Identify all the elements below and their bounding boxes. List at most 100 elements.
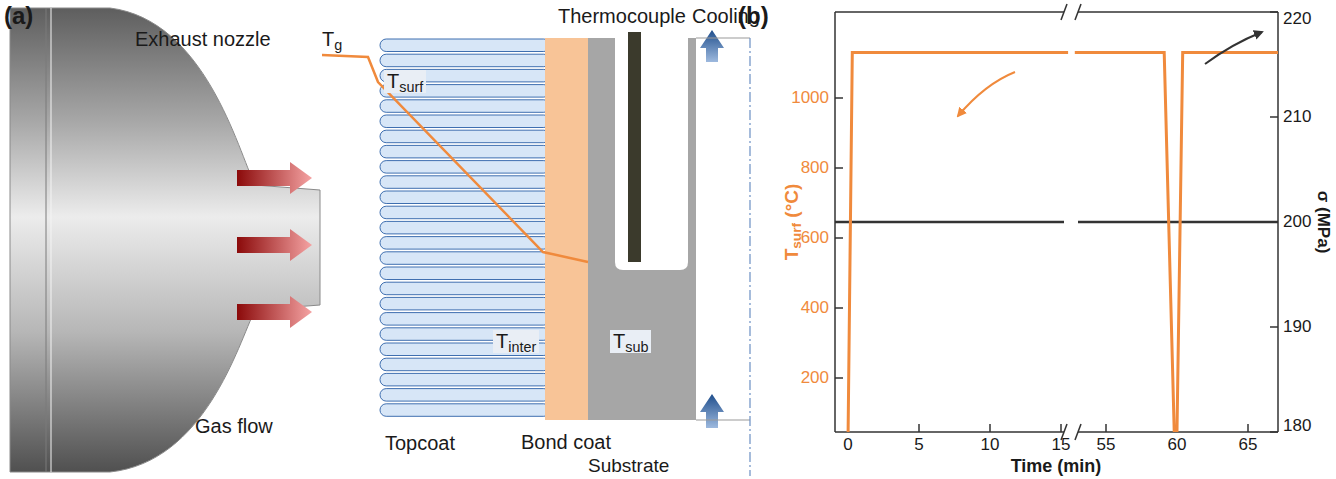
cooling-channel-wall <box>696 37 750 38</box>
tick-label: 180 <box>1283 416 1311 436</box>
drawing-part <box>615 38 688 270</box>
substrate-layer: SubstrateTsub <box>588 38 696 420</box>
axis-tick <box>918 424 920 432</box>
tick-label: 0 <box>843 435 852 455</box>
drawing-part <box>237 296 312 328</box>
tick-label: 60 <box>1168 435 1187 455</box>
drawing-part <box>700 30 724 62</box>
cooling-arrows <box>700 30 724 428</box>
axis-tick <box>989 424 991 432</box>
tick-label: 190 <box>1283 317 1311 337</box>
topcoat-column <box>380 313 550 326</box>
gas-flow-arrows <box>237 162 312 328</box>
topcoat-column <box>380 54 550 66</box>
tick-label: 200 <box>1283 212 1311 232</box>
topcoat-column <box>380 282 550 295</box>
exhaust-nozzle <box>10 8 320 472</box>
tick-label: 10 <box>981 435 1000 455</box>
topcoat-column <box>380 206 550 219</box>
drawing-part <box>1075 4 1081 20</box>
tick-label: 800 <box>801 158 829 178</box>
axis-tick <box>835 307 843 309</box>
axis-ticks <box>835 12 1278 432</box>
axis-title: Tsurf (°C) <box>781 184 803 261</box>
tick-label: 220 <box>1283 9 1311 29</box>
part-name: Bond coat <box>521 431 611 454</box>
axis-tick <box>835 167 843 169</box>
drawing-part <box>835 11 1064 13</box>
drawing-part <box>1075 424 1081 440</box>
cooling-channel-wall <box>696 419 750 420</box>
panel-label: (b) <box>738 2 769 30</box>
tick-label: 5 <box>914 435 923 455</box>
temperature-symbol: Tsurf <box>384 70 426 93</box>
topcoat-column <box>380 237 550 250</box>
topcoat-column <box>380 389 550 402</box>
bond-coat-layer <box>545 38 588 420</box>
topcoat-column <box>380 130 550 143</box>
topcoat-column <box>380 267 550 280</box>
part-name: Substrate <box>588 455 669 477</box>
drawing-part <box>46 8 47 472</box>
drawing-part <box>10 8 320 472</box>
drawing-part <box>700 394 724 428</box>
axis-tick <box>835 237 843 239</box>
substrate-body <box>588 38 696 420</box>
part-name: Topcoat <box>385 432 455 455</box>
topcoat-column <box>380 39 550 52</box>
tick-label: 55 <box>1097 435 1116 455</box>
tick-label: 200 <box>801 368 829 388</box>
topcoat-column <box>380 252 550 264</box>
axis-title: Time (min) <box>1011 456 1102 477</box>
drawing-part <box>51 8 52 472</box>
axis-tick <box>1270 431 1278 433</box>
tick-label: 210 <box>1283 107 1311 127</box>
axis-title: σ (MPa) <box>1313 191 1333 254</box>
topcoat-column <box>380 115 550 128</box>
tick-label: 1000 <box>791 88 829 108</box>
drawing-part <box>588 38 696 420</box>
axis-pointer-arrow <box>958 72 1015 116</box>
axis-tick <box>1270 326 1278 328</box>
axis-tick <box>1105 424 1107 432</box>
panel-label: (a) <box>4 2 33 30</box>
drawing-part <box>237 162 312 194</box>
axis-tick <box>835 97 843 99</box>
topcoat-columns <box>380 39 550 416</box>
axis-pointer-arrow <box>1205 32 1262 64</box>
topcoat-column <box>380 404 550 417</box>
drawing-part <box>237 229 312 261</box>
temperature-symbol: Tinter <box>493 330 539 353</box>
drawing-part <box>835 431 1064 433</box>
axis-tick <box>1247 424 1249 432</box>
topcoat-column <box>380 145 550 158</box>
temperature-curve <box>841 53 1068 433</box>
axis-tick <box>1270 116 1278 118</box>
temperature-curve <box>1075 53 1278 431</box>
axis-tick <box>1270 11 1278 13</box>
axis-tick <box>835 377 843 379</box>
temperature-symbol: Tsub <box>610 330 651 353</box>
topcoat-column <box>380 373 550 386</box>
thermocouple-rod <box>628 32 641 262</box>
topcoat-layer: Topcoat <box>380 38 548 420</box>
tick-label: 65 <box>1239 435 1258 455</box>
topcoat-column <box>380 358 550 371</box>
tick-label: 15 <box>1052 435 1071 455</box>
plot-frame <box>835 12 1278 432</box>
bond-coat-layer: Bond coat <box>545 38 588 420</box>
part-name: Exhaust nozzle <box>135 28 271 51</box>
drawing-part <box>835 53 1278 433</box>
drawing-part <box>1078 11 1278 13</box>
axis-tick <box>1060 424 1062 432</box>
part-name: Thermocouple <box>558 5 686 28</box>
temperature-symbol: Tg <box>322 28 342 51</box>
temperature-profile <box>322 55 588 262</box>
symmetry-axis <box>749 38 750 476</box>
stress-line <box>1078 221 1278 224</box>
tick-label: 400 <box>801 298 829 318</box>
tick-label: 600 <box>801 228 829 248</box>
part-name: Gas flow <box>195 415 273 438</box>
drawing-part <box>1061 4 1067 20</box>
